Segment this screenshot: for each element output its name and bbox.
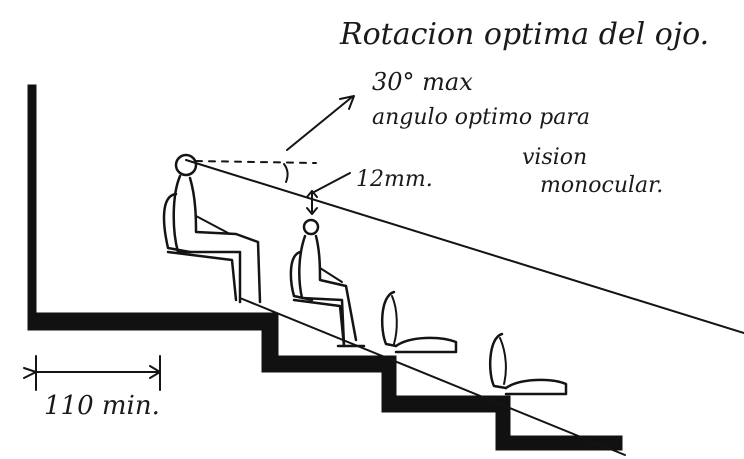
- clearance-label: 12mm.: [356, 167, 433, 192]
- stepped-floor: [27, 312, 623, 451]
- width-dimension: [23, 355, 161, 391]
- horizontal-eye-line: [195, 160, 317, 164]
- desc-line-2: vision: [522, 145, 587, 170]
- clearance-marker: [306, 172, 351, 215]
- empty-seat-third: [380, 290, 458, 354]
- seated-person-front: [162, 153, 262, 304]
- sight-line: [185, 159, 744, 334]
- seated-person-second: [289, 218, 366, 348]
- angle-arc: [283, 163, 289, 183]
- width-label: 110 min.: [44, 391, 160, 421]
- angle-arrow: [286, 95, 355, 151]
- desc-line-1: angulo optimo para: [372, 105, 590, 130]
- back-wall: [27, 84, 37, 324]
- empty-seat-fourth: [488, 332, 568, 396]
- stair-slope-line: [239, 297, 626, 456]
- angle-label: 30° max: [372, 68, 473, 96]
- desc-line-3: monocular.: [540, 173, 663, 198]
- title-label: Rotacion optima del ojo.: [339, 17, 709, 52]
